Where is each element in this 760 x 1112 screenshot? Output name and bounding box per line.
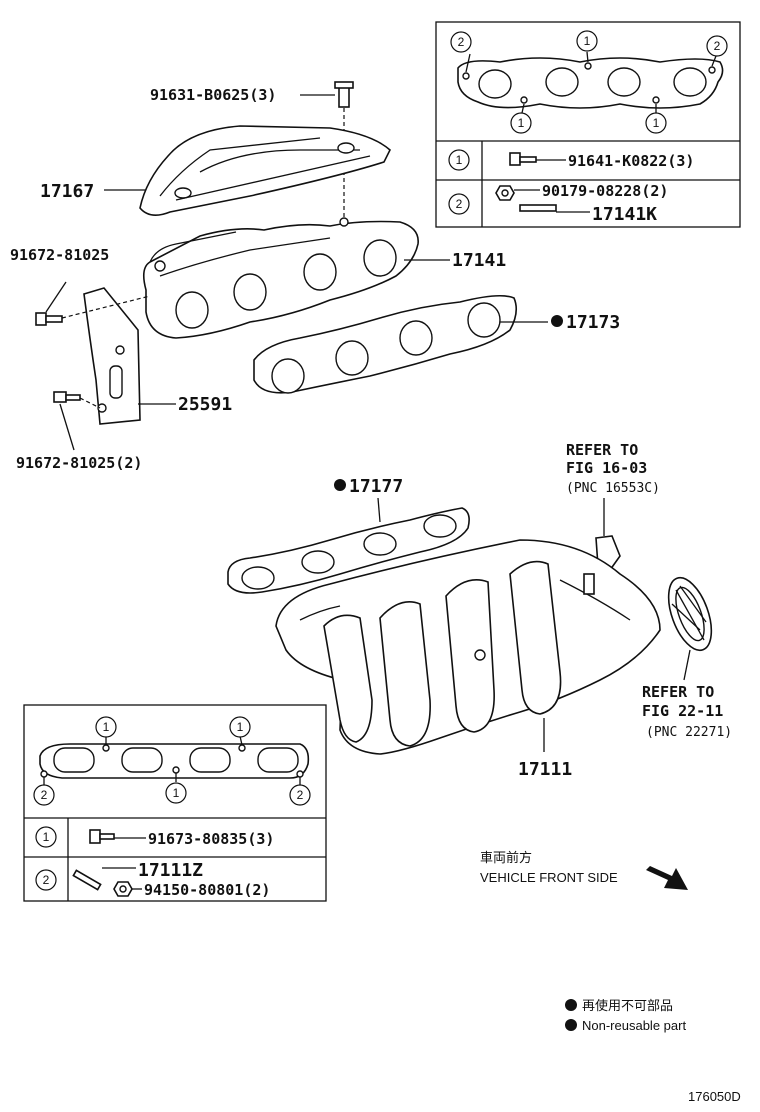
intake-gasket-table: 1 1 2 1 2 1 91673-80835(3) 2 17111Z 9415… [23,704,327,902]
part-number-91641[interactable]: 91641-K0822(3) [568,152,694,170]
row-number: 1 [456,153,463,167]
refer-a-line2[interactable]: FIG 16-03 [566,459,647,477]
figure-id: 176050D [688,1089,741,1104]
stud-bolt-icon [519,204,557,212]
part-number-17141[interactable]: 17141 [452,250,506,271]
refer-b-line2[interactable]: FIG 22-11 [642,702,723,720]
bracket-bolt-upper: 91672-81025 [10,246,151,326]
refer-b-line1[interactable]: REFER TO [642,683,714,701]
part-number-17167[interactable]: 17167 [40,181,94,202]
callout-number: 2 [297,788,304,802]
legend: 再使用不可部品 Non-reusable part [565,998,686,1033]
part-number-17111Z[interactable]: 17111Z [138,860,203,881]
row-number: 1 [43,830,50,844]
callout-number: 2 [41,788,48,802]
nut-icon [495,185,515,201]
part-number-91672-upper[interactable]: 91672-81025 [10,246,109,264]
callout-circle [229,716,251,738]
refer-a-line1[interactable]: REFER TO [566,441,638,459]
flange-bolt-icon [89,829,115,844]
bracket: 25591 [83,287,232,425]
callout-number: 2 [458,35,465,49]
callout-number: 1 [653,116,660,130]
heat-insulator: 17167 [40,125,391,216]
callout-number: 1 [584,34,591,48]
non-reusable-bullet-icon [565,999,577,1011]
exhaust-gasket-table: 2 1 2 1 1 1 91641-K0822(3) 2 90179-08228… [435,21,741,228]
bracket-bolt-lower: 91672-81025(2) [16,391,142,472]
stud-bolt-icon [72,869,102,891]
intake-gasket: 17177 [227,476,470,594]
exhaust-gasket: 17173 [253,294,620,394]
callout-circle [165,782,187,804]
callout-number: 2 [714,39,721,53]
insulator-bolt: 91631-B0625(3) [150,81,354,218]
row-number: 2 [456,197,463,211]
callout-circle [33,784,55,806]
non-reusable-bullet-icon [551,315,563,327]
part-number-17173[interactable]: 17173 [566,312,620,333]
row-number-circle [448,149,470,171]
legend-en: Non-reusable part [582,1018,686,1033]
legend-jp: 再使用不可部品 [582,998,673,1014]
callout-number: 1 [237,720,244,734]
callout-circle [289,784,311,806]
part-number-17111[interactable]: 17111 [518,759,572,780]
row-number-circle [448,193,470,215]
part-number-94150[interactable]: 94150-80801(2) [144,881,270,899]
exhaust-gasket-outline-icon [457,57,724,109]
part-number-91673[interactable]: 91673-80835(3) [148,830,274,848]
row-number-circle [35,826,57,848]
intake-gasket-outline-icon [39,743,310,779]
callout-number: 1 [518,116,525,130]
callout-circle [706,35,728,57]
row-number: 2 [43,873,50,887]
vehicle-front-indicator: 車両前方 VEHICLE FRONT SIDE [480,850,688,890]
callout-circle [450,31,472,53]
non-reusable-bullet-icon [565,1019,577,1031]
row-number-circle [35,869,57,891]
front-label-en: VEHICLE FRONT SIDE [480,870,618,885]
part-number-91672-lower[interactable]: 91672-81025(2) [16,454,142,472]
refer-note-22-11: REFER TO FIG 22-11 (PNC 22271) [642,576,732,740]
part-number-25591[interactable]: 25591 [178,394,232,415]
part-number-17177[interactable]: 17177 [349,476,403,497]
front-arrow-icon [646,866,688,890]
refer-a-line3: (PNC 16553C) [566,481,660,496]
callout-circle [645,112,667,134]
front-label-jp: 車両前方 [480,850,532,866]
flange-bolt-icon [509,152,537,166]
part-number-17141K[interactable]: 17141K [592,204,657,225]
non-reusable-bullet-icon [334,479,346,491]
intake-manifold: 17111 [275,539,661,780]
part-number-91631[interactable]: 91631-B0625(3) [150,86,276,104]
refer-b-line3: (PNC 22271) [646,725,732,740]
callout-circle [576,30,598,52]
callout-circle [95,716,117,738]
throttle-gasket-icon [667,576,713,652]
part-number-90179[interactable]: 90179-08228(2) [542,182,668,200]
callout-number: 1 [173,786,180,800]
callout-number: 1 [103,720,110,734]
exhaust-manifold: 17141 [142,217,506,339]
callout-circle [510,112,532,134]
nut-icon [113,881,133,897]
